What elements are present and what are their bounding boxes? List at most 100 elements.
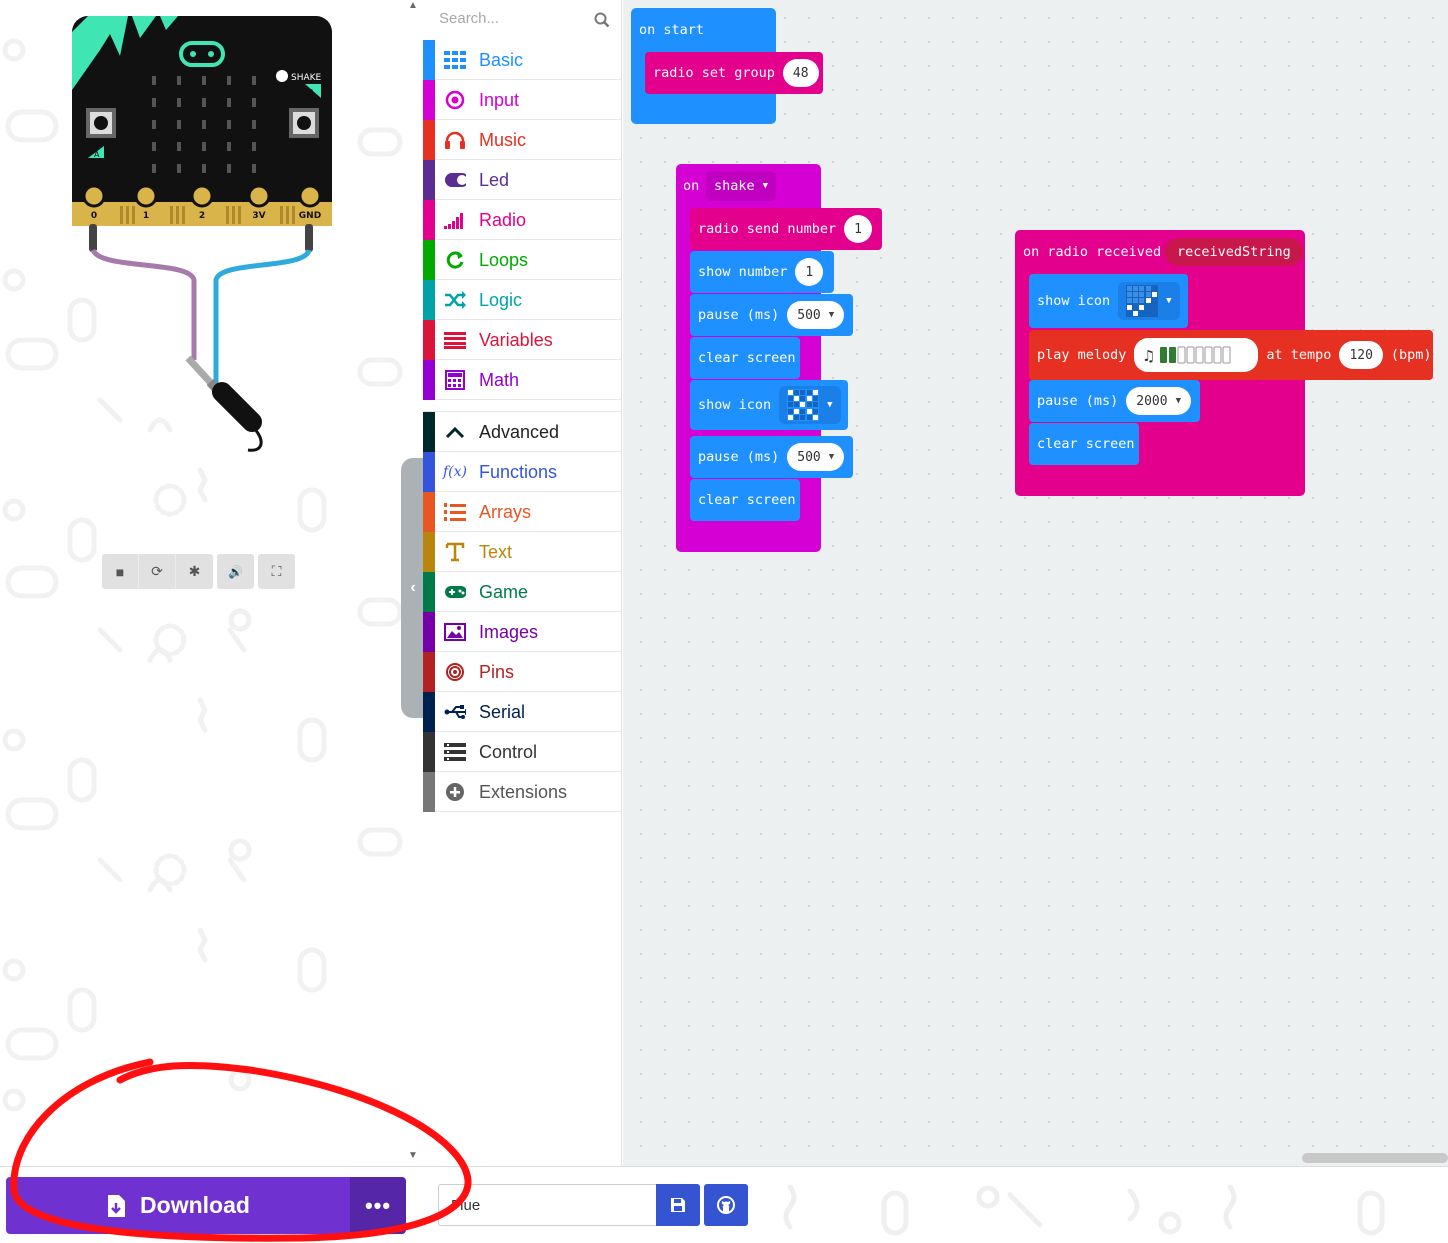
pin-gnd-label: GND bbox=[299, 211, 321, 221]
plus-circle-icon bbox=[444, 782, 466, 802]
show-number-block[interactable]: show number 1 bbox=[690, 251, 834, 293]
clear-screen-label: clear screen bbox=[698, 350, 796, 366]
music-note-icon: ♫ bbox=[1142, 347, 1155, 365]
debug-icon: ✱ bbox=[188, 563, 201, 579]
shake-button-icon[interactable] bbox=[276, 70, 288, 82]
category-extensions[interactable]: Extensions bbox=[423, 772, 622, 812]
clear-screen-block[interactable]: clear screen bbox=[690, 479, 800, 521]
tempo-value-field[interactable]: 120 bbox=[1339, 341, 1383, 369]
radio-send-number-block[interactable]: radio send number 1 bbox=[690, 208, 882, 250]
category-text[interactable]: Text bbox=[423, 532, 622, 572]
search-input[interactable] bbox=[439, 10, 589, 27]
pin-1-label: 1 bbox=[143, 211, 149, 221]
pause-label: pause (ms) bbox=[698, 307, 780, 323]
checkmark-icon-preview bbox=[1126, 285, 1159, 317]
grid-icon bbox=[444, 50, 466, 70]
show-number-value-field[interactable]: 1 bbox=[795, 258, 824, 286]
clear-screen-label: clear screen bbox=[698, 492, 796, 508]
group-value-field[interactable]: 48 bbox=[782, 59, 819, 87]
category-music[interactable]: Music bbox=[423, 120, 622, 160]
restart-icon: ⟳ bbox=[151, 563, 163, 579]
category-input[interactable]: Input bbox=[423, 80, 622, 120]
more-options-button[interactable]: ••• bbox=[350, 1177, 406, 1234]
save-button[interactable] bbox=[656, 1184, 700, 1226]
received-string-variable[interactable]: receivedString bbox=[1165, 238, 1303, 266]
category-images[interactable]: Images bbox=[423, 612, 622, 652]
gesture-dropdown[interactable]: shake▼ bbox=[706, 171, 777, 201]
pause-block[interactable]: pause (ms) 500▼ bbox=[690, 436, 853, 478]
pause-value-dropdown[interactable]: 2000▼ bbox=[1126, 387, 1192, 415]
category-label: Images bbox=[479, 622, 539, 642]
category-basic[interactable]: Basic bbox=[423, 40, 622, 80]
restart-button[interactable]: ⟳ bbox=[139, 554, 176, 589]
github-button[interactable] bbox=[704, 1184, 748, 1226]
target-icon bbox=[444, 90, 466, 110]
category-variables[interactable]: Variables bbox=[423, 320, 622, 360]
chevron-up-icon bbox=[444, 422, 466, 442]
category-label: Music bbox=[479, 130, 527, 150]
send-value-field[interactable]: 1 bbox=[844, 215, 872, 243]
pause-value-dropdown[interactable]: 500▼ bbox=[787, 443, 845, 471]
category-loops[interactable]: Loops bbox=[423, 240, 622, 280]
download-file-icon bbox=[108, 1194, 126, 1217]
category-pins[interactable]: Pins bbox=[423, 652, 622, 692]
category-advanced[interactable]: Advanced bbox=[423, 412, 622, 452]
clear-screen-block[interactable]: clear screen bbox=[690, 337, 800, 379]
blocks-workspace[interactable]: on start radio set group 48 on shake▼ ra… bbox=[623, 0, 1448, 1166]
simulator-controls: ■ ⟳ ✱ 🔊 ⛶ bbox=[102, 554, 295, 589]
clear-screen-label: clear screen bbox=[1037, 436, 1135, 452]
category-label: Game bbox=[479, 582, 529, 602]
pause-label: pause (ms) bbox=[698, 449, 780, 465]
stop-button[interactable]: ■ bbox=[102, 554, 139, 589]
category-radio[interactable]: Radio bbox=[423, 200, 622, 240]
category-serial[interactable]: Serial bbox=[423, 692, 622, 732]
button-a[interactable]: A bbox=[86, 108, 116, 159]
svg-text:A: A bbox=[94, 150, 100, 159]
show-icon-block[interactable]: show icon ▼ bbox=[690, 380, 848, 430]
fullscreen-button[interactable]: ⛶ bbox=[258, 554, 295, 589]
workspace-horizontal-scrollbar[interactable] bbox=[1302, 1153, 1448, 1163]
category-arrays[interactable]: Arrays bbox=[423, 492, 622, 532]
pause-block[interactable]: pause (ms) 2000▼ bbox=[1029, 380, 1200, 422]
category-control[interactable]: Control bbox=[423, 732, 622, 772]
radio-set-group-block[interactable]: radio set group 48 bbox=[645, 52, 823, 94]
project-name-input[interactable] bbox=[438, 1184, 656, 1226]
category-label: Basic bbox=[479, 50, 524, 70]
show-icon-label: show icon bbox=[698, 397, 772, 413]
scroll-down-icon[interactable]: ▼ bbox=[408, 1150, 418, 1161]
radio-set-group-label: radio set group bbox=[653, 65, 775, 81]
gesture-value: shake bbox=[714, 178, 755, 194]
caret-down-icon: ▼ bbox=[827, 400, 833, 410]
show-icon-block[interactable]: show icon ▼ bbox=[1029, 274, 1188, 328]
category-game[interactable]: Game bbox=[423, 572, 622, 612]
on-start-label: on start bbox=[639, 22, 705, 38]
category-math[interactable]: Math bbox=[423, 360, 622, 400]
microbit-logo-icon bbox=[179, 41, 225, 67]
pause-value-dropdown[interactable]: 500▼ bbox=[787, 301, 845, 329]
play-melody-block[interactable]: play melody ♫ at tempo 120 bbox=[1029, 330, 1433, 380]
icon-dropdown[interactable]: ▼ bbox=[1118, 282, 1180, 320]
gamepad-icon bbox=[444, 582, 466, 602]
category-led[interactable]: Led bbox=[423, 160, 622, 200]
category-label: Extensions bbox=[479, 782, 568, 802]
microbit-board[interactable]: A B SHAKE 0 bbox=[60, 10, 350, 470]
show-number-label: show number bbox=[698, 264, 788, 280]
scroll-up-icon[interactable]: ▲ bbox=[408, 0, 418, 11]
download-button[interactable]: Download bbox=[6, 1177, 350, 1234]
pause-block[interactable]: pause (ms) 500▼ bbox=[690, 294, 853, 336]
category-functions[interactable]: f(x) Functions bbox=[423, 452, 622, 492]
debug-button[interactable]: ✱ bbox=[176, 554, 213, 589]
melody-editor-field[interactable]: ♫ bbox=[1134, 338, 1259, 372]
mute-button[interactable]: 🔊 bbox=[217, 554, 254, 589]
button-b[interactable]: B bbox=[289, 84, 321, 138]
shake-label: SHAKE bbox=[291, 73, 322, 83]
melody-notes-preview: ♫ bbox=[1142, 346, 1231, 365]
clear-screen-block[interactable]: clear screen bbox=[1029, 423, 1139, 465]
play-melody-label: play melody bbox=[1037, 347, 1127, 363]
category-label: Serial bbox=[479, 702, 526, 722]
category-label: Advanced bbox=[479, 422, 560, 442]
category-logic[interactable]: Logic bbox=[423, 280, 622, 320]
collapse-simulator-button[interactable]: ‹ bbox=[401, 458, 425, 718]
search-icon[interactable] bbox=[594, 12, 610, 28]
icon-dropdown[interactable]: ▼ bbox=[779, 386, 841, 424]
